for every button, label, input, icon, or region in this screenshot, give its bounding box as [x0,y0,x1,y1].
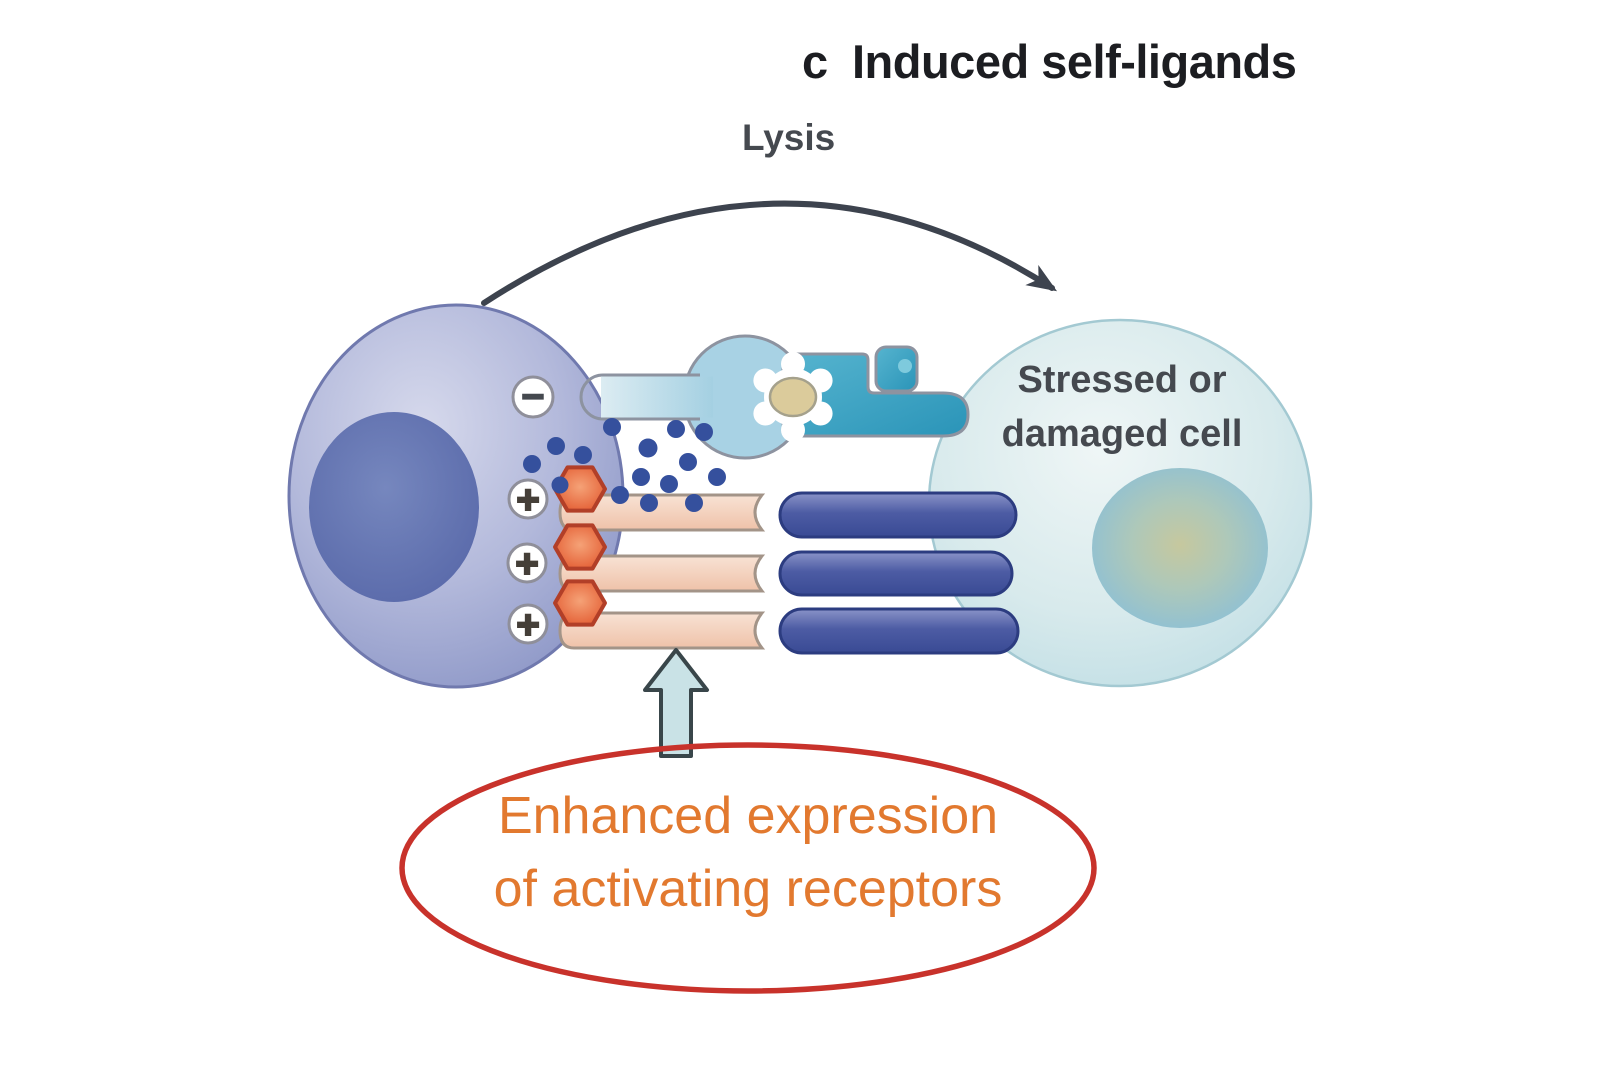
interface-petal [808,401,833,426]
minus-icon: − [521,375,544,419]
plus-icon: + [516,478,539,522]
ligand-bar [778,550,1014,597]
nk-cell-nucleus [309,412,479,602]
annotation-text-line1: Enhanced expression [498,787,998,845]
granule-dot [632,468,650,486]
interface-petal [808,368,833,393]
induced-ligand-domain [874,345,919,393]
granule-dot [695,423,713,441]
granule-dot [640,494,658,512]
granule-dot [679,453,697,471]
activating-badge-circle [506,542,548,584]
panel-title: Induced self-ligands [852,35,1296,88]
activating-badge: + [507,602,549,648]
interface-petal [753,401,778,426]
granule-dot [603,418,621,436]
interface-petal [781,352,805,376]
activating-badges: + + + [506,477,549,648]
granule-dot [523,455,541,473]
lysis-arc-arrow [481,200,1058,306]
peptide-oval [768,376,818,418]
annotation-callout: Enhanced expression of activating recept… [399,742,1097,994]
induced-ligand-highlight [898,359,912,373]
granule-dot [638,438,658,458]
activating-receptors [558,493,766,650]
target-cell-label-line1: Stressed or [1017,359,1226,401]
annotation-text-line2: of activating receptors [494,860,1003,918]
activating-badge: + [506,541,548,587]
granule-dot [708,468,726,486]
activating-ligand-bars [778,491,1020,655]
ligand-bar [778,491,1018,539]
receptor-tip-hexagons [553,465,607,627]
ligand-bar [778,607,1020,655]
lysis-label: Lysis [742,117,835,158]
activating-badge-circle [507,478,549,520]
inhibitory-badge: − [511,374,555,420]
granule-dot [611,486,629,504]
granule-dots [523,418,726,512]
plus-icon: + [515,542,538,586]
granule-dot [667,420,685,438]
interface-petal [753,368,778,393]
panel-header: c Induced self-ligands [802,35,1297,88]
receptor-ligand-interface [753,352,833,442]
target-cell: Stressed or damaged cell [927,318,1313,688]
hexagon-tip [553,523,607,571]
interface-petal [781,418,805,442]
panel-marker: c [802,35,828,88]
granule-dot [551,476,569,494]
activating-badge-circle [507,603,549,645]
granule-dot [547,437,565,455]
target-cell-label-line2: damaged cell [1002,413,1243,455]
plus-icon: + [516,603,539,647]
inhibitory-receptor-stem [601,376,713,418]
target-cell-nucleus [1092,468,1268,628]
annotation-ellipse [399,742,1097,994]
granule-dot [660,475,678,493]
granule-dot [574,446,592,464]
granule-dot [685,494,703,512]
inhibitory-badge-circle [511,375,555,419]
hexagon-tip [553,579,607,627]
activating-badge: + [507,477,549,523]
upward-block-arrow [643,648,709,758]
inhibitory-receptor-stem-outline [579,373,700,421]
